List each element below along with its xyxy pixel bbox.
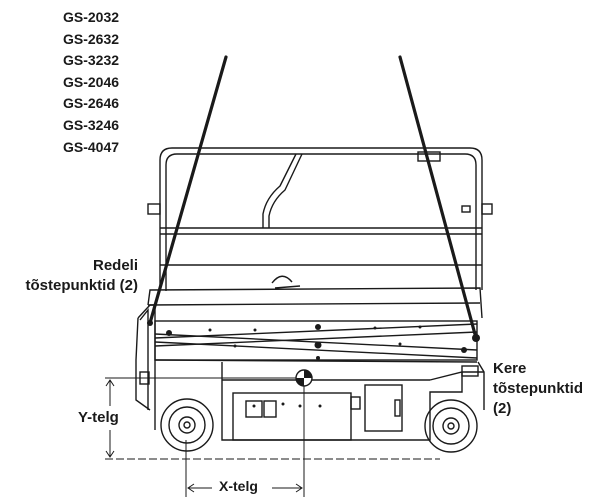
model-list: GS-2032 GS-2632 GS-3232 GS-2046 GS-2646 …: [63, 7, 119, 158]
ladder-cable: [148, 55, 228, 325]
model-item: GS-3232: [63, 52, 120, 69]
rear-wheel: [160, 398, 214, 452]
y-axis-label: Y-telg: [78, 409, 119, 426]
body-label-line3: (2): [493, 400, 512, 417]
guard-rails: [147, 147, 493, 291]
lifting-cables: [148, 55, 478, 340]
model-item: GS-2632: [63, 30, 120, 47]
ladder-label-line2: tõstepunktid (2): [25, 277, 139, 294]
bolt-dots: [166, 324, 467, 408]
body-label-line2: tõstepunktid: [493, 380, 583, 397]
body-label-line1: Kere: [493, 360, 527, 377]
model-item: GS-4047: [63, 138, 120, 155]
ladder-label-line1: Redeli: [93, 257, 139, 274]
model-item: GS-2032: [63, 9, 120, 25]
axis-lines: [105, 372, 440, 497]
center-of-gravity-icon: [295, 369, 313, 387]
model-item: GS-3246: [63, 116, 120, 133]
chassis-body: [135, 304, 485, 441]
platform-deck: [147, 275, 483, 319]
body-lift-points-label: Kere tõstepunktid (2): [493, 359, 583, 419]
ladder-lift-points-label: Redeli tõstepunktid (2): [26, 256, 139, 296]
model-item: GS-2646: [63, 95, 120, 112]
body-cable: [398, 55, 478, 340]
model-item: GS-2046: [63, 73, 120, 90]
x-axis-label: X-telg: [216, 478, 261, 494]
front-wheel: [424, 399, 478, 453]
